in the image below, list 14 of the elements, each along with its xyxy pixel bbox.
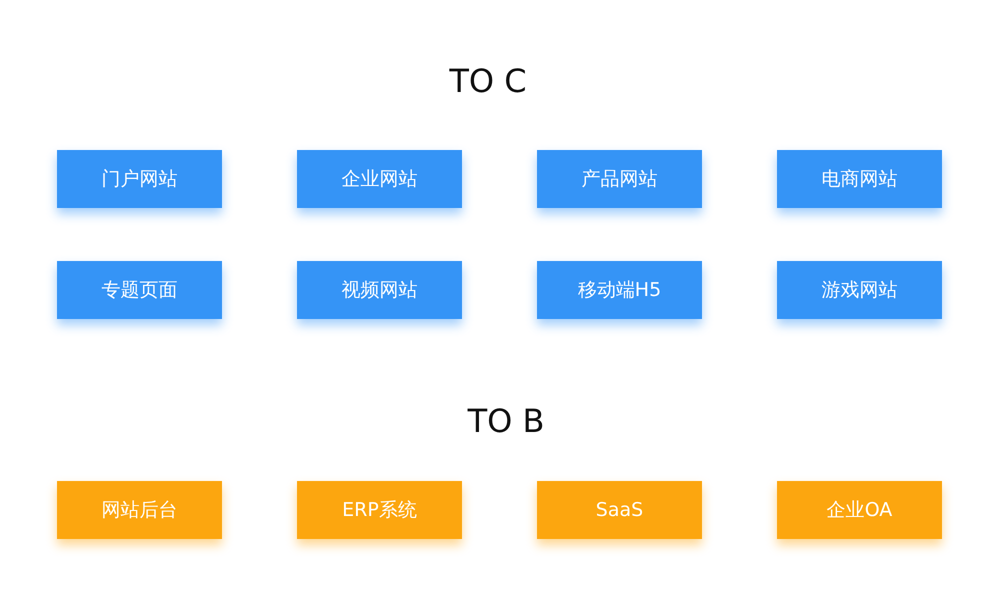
- section-heading: TO B: [468, 402, 544, 440]
- category-box: 视频网站: [297, 261, 462, 319]
- category-box: SaaS: [537, 481, 702, 539]
- category-box: ERP系统: [297, 481, 462, 539]
- section-heading: TO C: [449, 62, 527, 100]
- category-box: 企业网站: [297, 150, 462, 208]
- category-box: 企业OA: [777, 481, 942, 539]
- category-box: 产品网站: [537, 150, 702, 208]
- category-box: 门户网站: [57, 150, 222, 208]
- category-box: 移动端H5: [537, 261, 702, 319]
- category-box: 网站后台: [57, 481, 222, 539]
- category-box: 电商网站: [777, 150, 942, 208]
- category-box: 游戏网站: [777, 261, 942, 319]
- category-box: 专题页面: [57, 261, 222, 319]
